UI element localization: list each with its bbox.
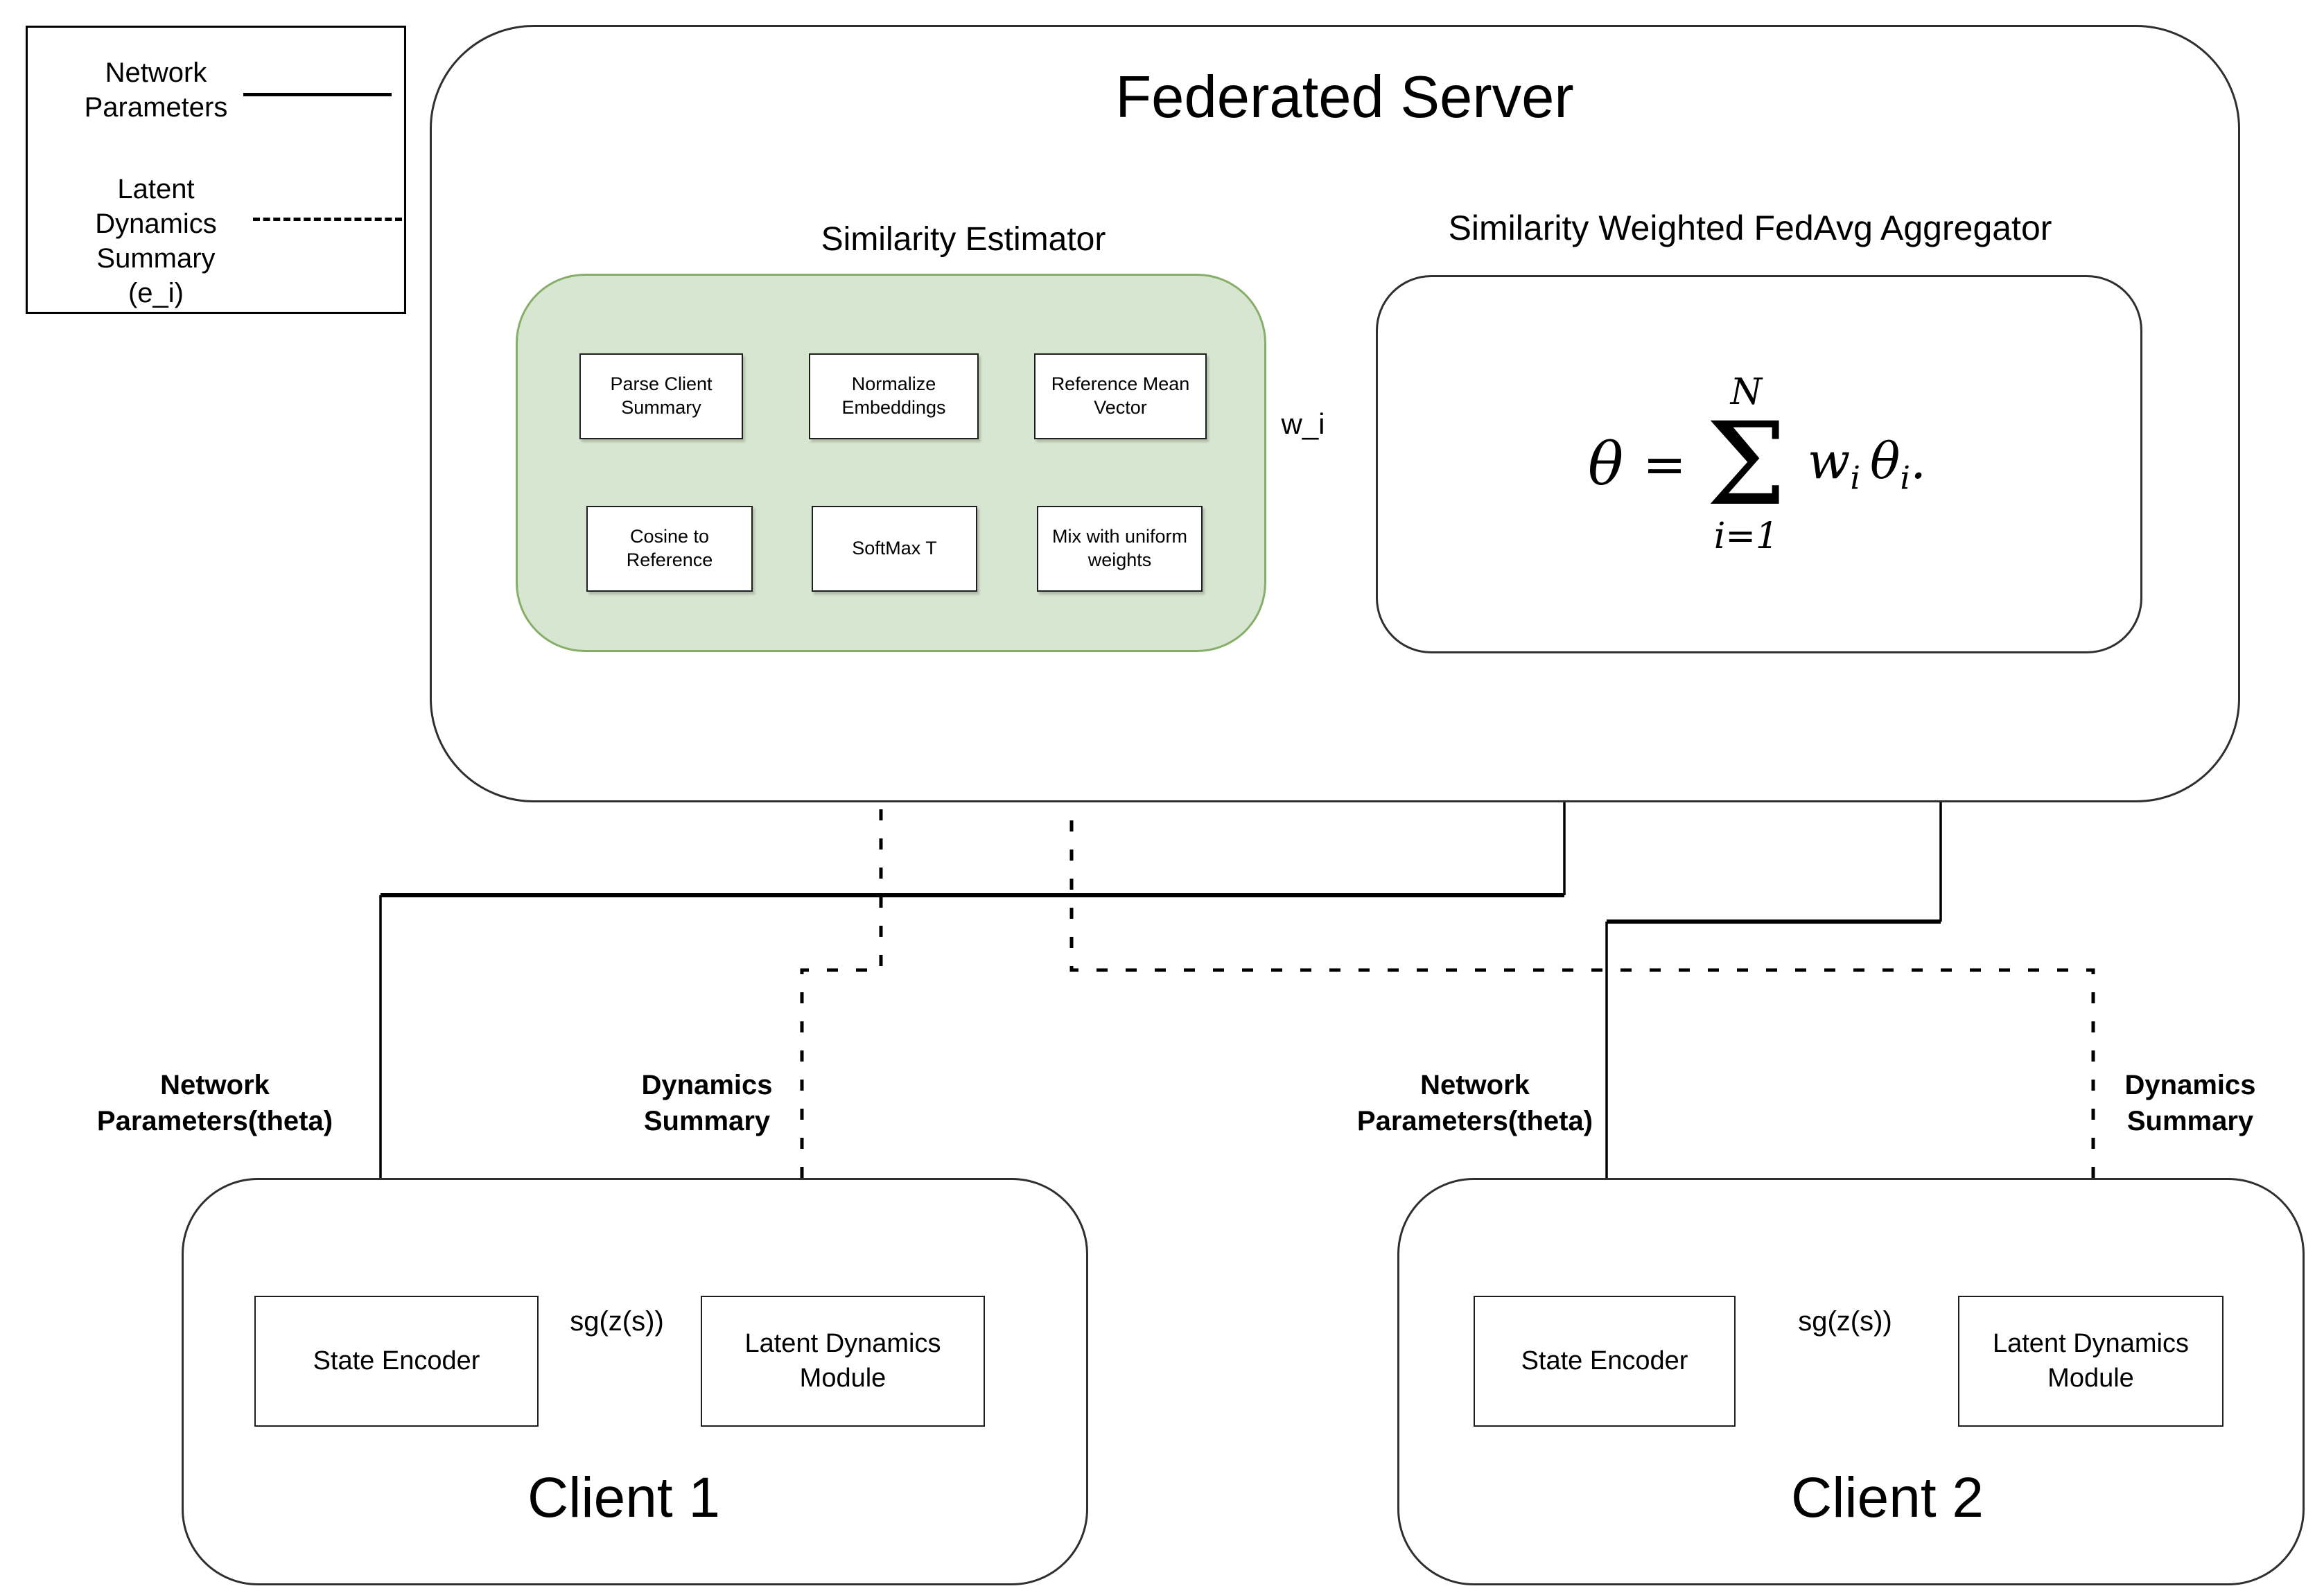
client2-sg-label: sg(z(s)) [1798, 1306, 1892, 1337]
formula-theta-i: θ [1870, 432, 1901, 491]
sigma-symbol: Σ [1706, 397, 1787, 531]
federated-server-title: Federated Server [1115, 64, 1574, 130]
formula-theta: θ [1587, 430, 1624, 499]
formula-sum-lower: i=1 [1713, 516, 1779, 558]
step-normalize-embeddings: Normalize Embeddings [809, 353, 979, 439]
client1-network-params-label: Network Parameters(theta) [96, 1070, 333, 1136]
similarity-estimator-box [516, 274, 1266, 652]
step-parse-client-summary: Parse Client Summary [579, 353, 743, 439]
client1-dynamics-summary-label: Dynamics Summary [641, 1070, 773, 1136]
dynamics-summary-wire-client2 [1069, 685, 2095, 1294]
formula-sum-upper: N [1730, 371, 1763, 413]
client1-state-encoder: State Encoder [254, 1296, 539, 1427]
formula-equals: = [1643, 434, 1687, 495]
step-reference-mean-vector: Reference Mean Vector [1034, 353, 1207, 439]
step-cosine-to-reference: Cosine to Reference [586, 506, 753, 592]
client2-network-params-label: Network Parameters(theta) [1356, 1070, 1593, 1136]
step-softmax-t: SoftMax T [812, 506, 977, 592]
legend-latent-dynamics-label: Latent Dynamics Summary (e_i) [95, 174, 217, 308]
dashed-line-sample [253, 218, 402, 221]
formula-theta-sub: i [1900, 459, 1911, 497]
client1-sg-label: sg(z(s)) [570, 1306, 664, 1337]
aggregator-title: Similarity Weighted FedAvg Aggregator [1448, 209, 2052, 247]
client2-latent-dynamics-module: Latent Dynamics Module [1958, 1296, 2223, 1427]
client2-title: Client 2 [1790, 1466, 1984, 1529]
client2-state-encoder: State Encoder [1474, 1296, 1736, 1427]
similarity-estimator-title: Similarity Estimator [821, 221, 1106, 258]
client2-dynamics-summary-label: Dynamics Summary [2124, 1070, 2256, 1136]
step-mix-with-uniform-weights: Mix with uniform weights [1037, 506, 1203, 592]
wi-edge-label: w_i [1281, 407, 1325, 440]
legend-network-parameters-label: Network Parameters [84, 58, 228, 123]
formula-period: . [1910, 432, 1927, 491]
aggregator-box [1376, 275, 2142, 653]
client1-title: Client 1 [527, 1466, 721, 1529]
legend: Network Parameters Latent Dynamics Summa… [26, 26, 406, 314]
formula-w: w [1807, 432, 1851, 491]
formula-sum: N Σ i=1 [1706, 374, 1787, 555]
client1-latent-dynamics-module: Latent Dynamics Module [701, 1296, 985, 1427]
formula-w-sub: i [1850, 459, 1861, 497]
solid-line-sample [243, 93, 392, 96]
